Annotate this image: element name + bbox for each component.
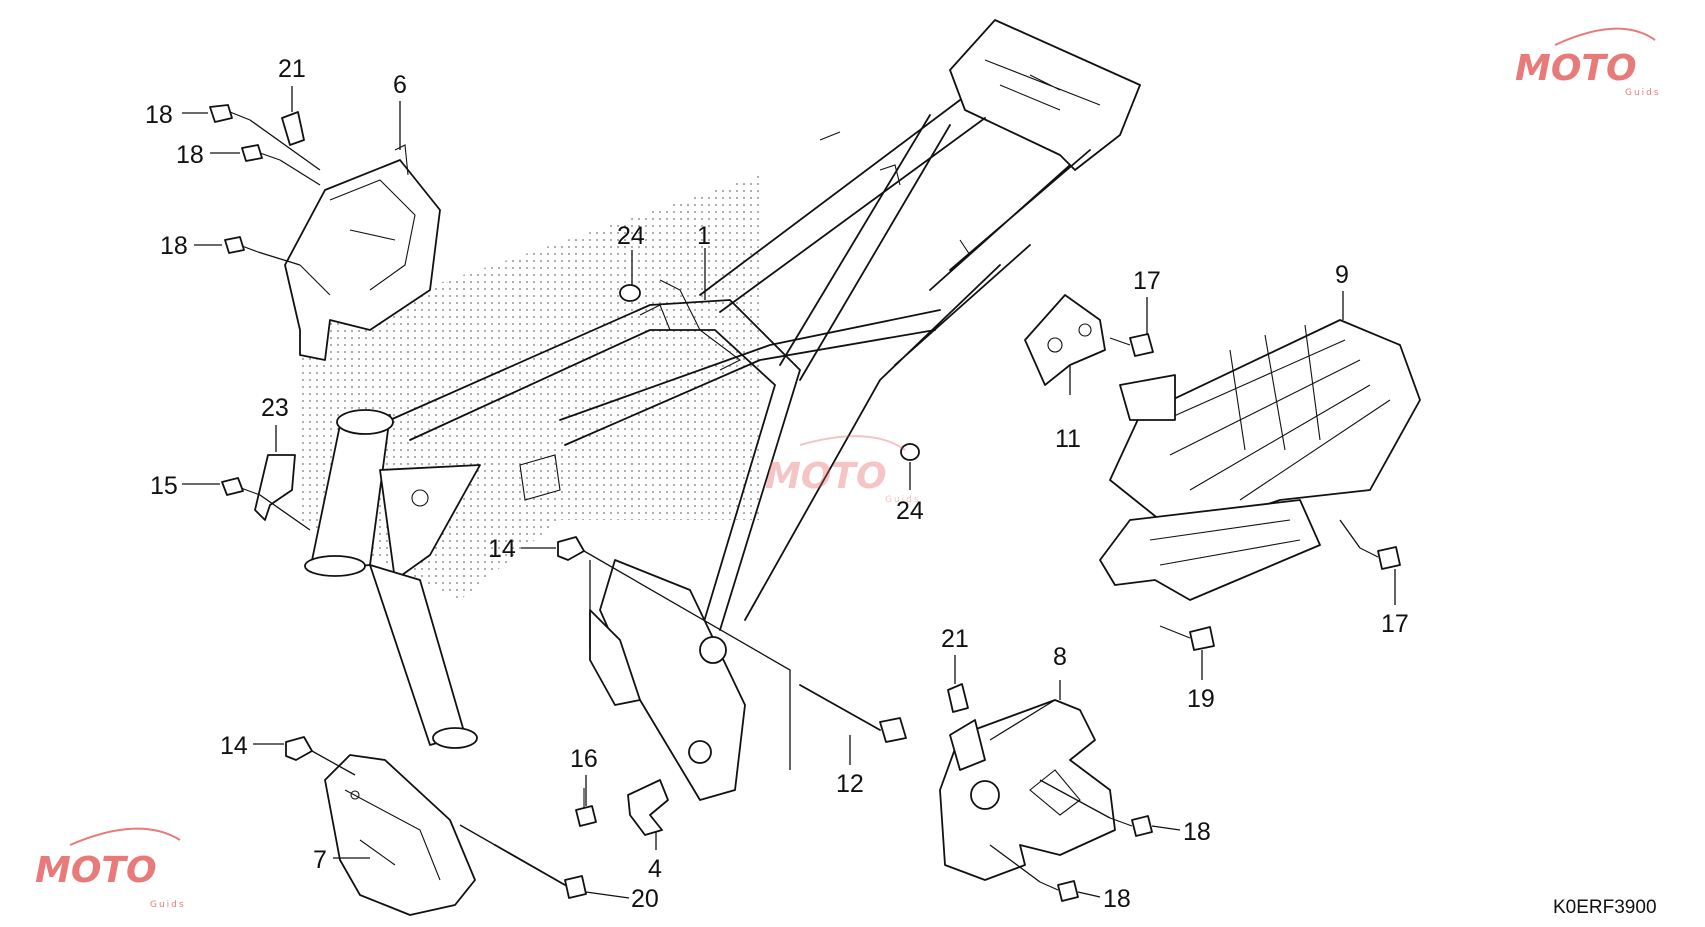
svg-text:MOTO: MOTO <box>35 850 157 891</box>
callout-11: 11 <box>1055 425 1081 453</box>
fasteners <box>209 104 1401 902</box>
callout-18d: 18 <box>1183 818 1211 846</box>
watermark-logo-top-right: MOTO Guids <box>1515 27 1661 98</box>
callout-18e: 18 <box>1103 885 1131 913</box>
callout-18a: 18 <box>145 101 173 129</box>
callout-7: 7 <box>313 846 327 874</box>
callout-21b: 21 <box>941 625 969 653</box>
watermark-logo-center: MOTO Guids <box>765 435 921 505</box>
callout-14b: 14 <box>220 732 248 760</box>
cover-part-6 <box>284 144 441 361</box>
callout-9: 9 <box>1335 261 1349 289</box>
callout-labels: 21 6 18 18 18 24 1 23 15 14 24 17 9 11 1… <box>145 55 1409 913</box>
callout-6: 6 <box>393 71 407 99</box>
cover-part-8 <box>939 699 1116 881</box>
callout-24a: 24 <box>617 222 645 250</box>
callout-19: 19 <box>1187 685 1215 713</box>
main-frame <box>304 19 1141 801</box>
svg-text:Guids: Guids <box>885 495 921 505</box>
callout-20: 20 <box>631 885 659 913</box>
bracket-part-11 <box>1024 294 1106 386</box>
callout-18b: 18 <box>176 141 204 169</box>
callout-15: 15 <box>150 472 178 500</box>
svg-text:Guids: Guids <box>150 900 186 910</box>
callout-16: 16 <box>570 745 598 773</box>
bracket-part-23 <box>254 454 296 521</box>
svg-text:MOTO: MOTO <box>1515 48 1637 89</box>
callout-14a: 14 <box>488 535 516 563</box>
callout-1: 1 <box>697 222 711 250</box>
diagram-code: K0ERF3900 <box>1553 897 1657 918</box>
callout-12: 12 <box>836 770 864 798</box>
callout-23: 23 <box>261 394 289 422</box>
callout-18c: 18 <box>160 232 188 260</box>
svg-text:MOTO: MOTO <box>765 456 887 497</box>
callout-21a: 21 <box>278 55 306 83</box>
callout-8: 8 <box>1053 643 1067 671</box>
guard-part-7 <box>324 754 476 916</box>
callout-4: 4 <box>648 855 662 883</box>
callout-24b: 24 <box>896 497 924 525</box>
callout-17b: 17 <box>1381 610 1409 638</box>
leader-lines <box>182 86 1396 899</box>
clip-part-4 <box>627 779 669 836</box>
callout-17a: 17 <box>1133 267 1161 295</box>
svg-text:Guids: Guids <box>1625 88 1661 98</box>
watermark-logo-bottom-left: MOTO Guids <box>35 827 186 910</box>
carrier-part-9 <box>1099 319 1421 601</box>
